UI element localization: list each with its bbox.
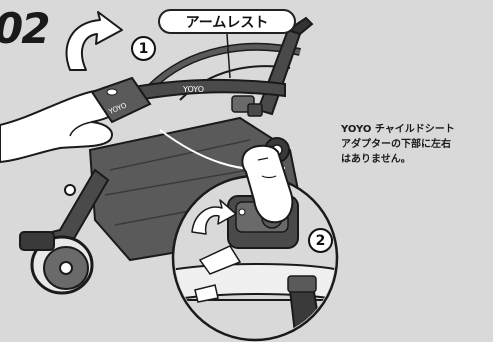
rotate-arrow-icon	[65, 11, 123, 71]
step-number: 02	[0, 4, 50, 53]
step-badge-2: 2	[308, 228, 333, 253]
armrest-callout-label: アームレスト	[158, 9, 296, 34]
step-badge-1: 1	[131, 36, 156, 61]
brand-mark-armrest: YOYO	[182, 85, 204, 94]
step-badge-2-text: 2	[315, 232, 326, 249]
hand-pressing	[241, 144, 294, 224]
callout-pointer	[226, 33, 231, 79]
front-wheel	[19, 231, 94, 295]
armrest-end-cap: YOYO	[90, 76, 152, 124]
armrest-bar: YOYO	[109, 78, 286, 108]
step-badge-1-text: 1	[138, 40, 149, 57]
detail-zoom-circle	[171, 174, 339, 342]
buckle-mechanism	[231, 95, 263, 117]
note-line-1: YOYO チャイルドシート	[341, 124, 455, 135]
hand-upper	[0, 90, 118, 163]
note-line-3: はありません。	[341, 154, 411, 165]
instruction-note: YOYO チャイルドシート アダプターの下部に左右 はありません。	[341, 122, 491, 167]
note-line-2: アダプターの下部に左右	[341, 139, 451, 150]
rotate-down-arrow-icon	[191, 199, 237, 235]
